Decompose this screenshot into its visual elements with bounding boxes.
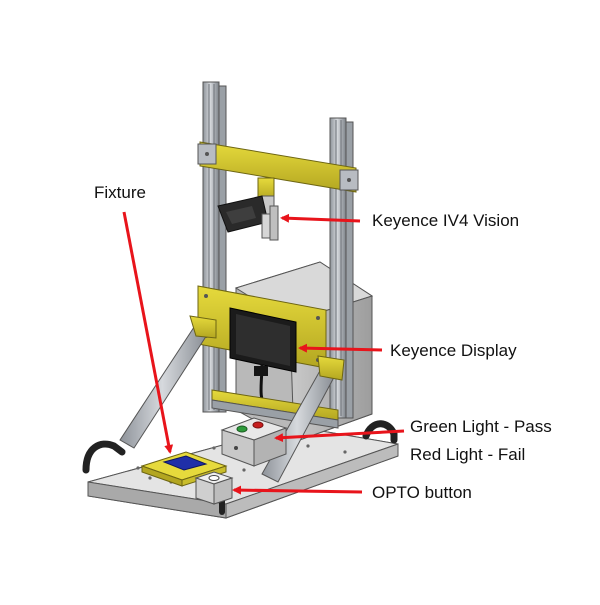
fixture — [140, 451, 228, 487]
arrow-lights — [274, 429, 405, 443]
brace-left — [119, 315, 217, 449]
label-green-light: Green Light - Pass — [410, 417, 552, 436]
label-red-light: Red Light - Fail — [410, 445, 526, 464]
label-display: Keyence Display — [390, 341, 517, 360]
arrow-vision — [280, 213, 361, 223]
arrow-opto — [232, 485, 363, 495]
green-light-icon — [236, 425, 248, 433]
top-bracket — [197, 141, 359, 193]
keyence-display — [229, 307, 297, 411]
red-light-icon — [252, 421, 264, 429]
label-opto: OPTO button — [372, 483, 472, 502]
base-plate — [87, 425, 399, 519]
arrow-fixture — [122, 211, 174, 454]
label-vision: Keyence IV4 Vision — [372, 211, 520, 230]
upright-left — [202, 81, 227, 413]
light-box — [220, 417, 288, 467]
callout-arrows — [122, 211, 405, 495]
vision-camera — [217, 177, 279, 241]
arrow-display — [298, 343, 383, 353]
label-fixture: Fixture — [94, 183, 146, 202]
handle-left — [82, 440, 126, 474]
opto-button — [194, 471, 234, 505]
